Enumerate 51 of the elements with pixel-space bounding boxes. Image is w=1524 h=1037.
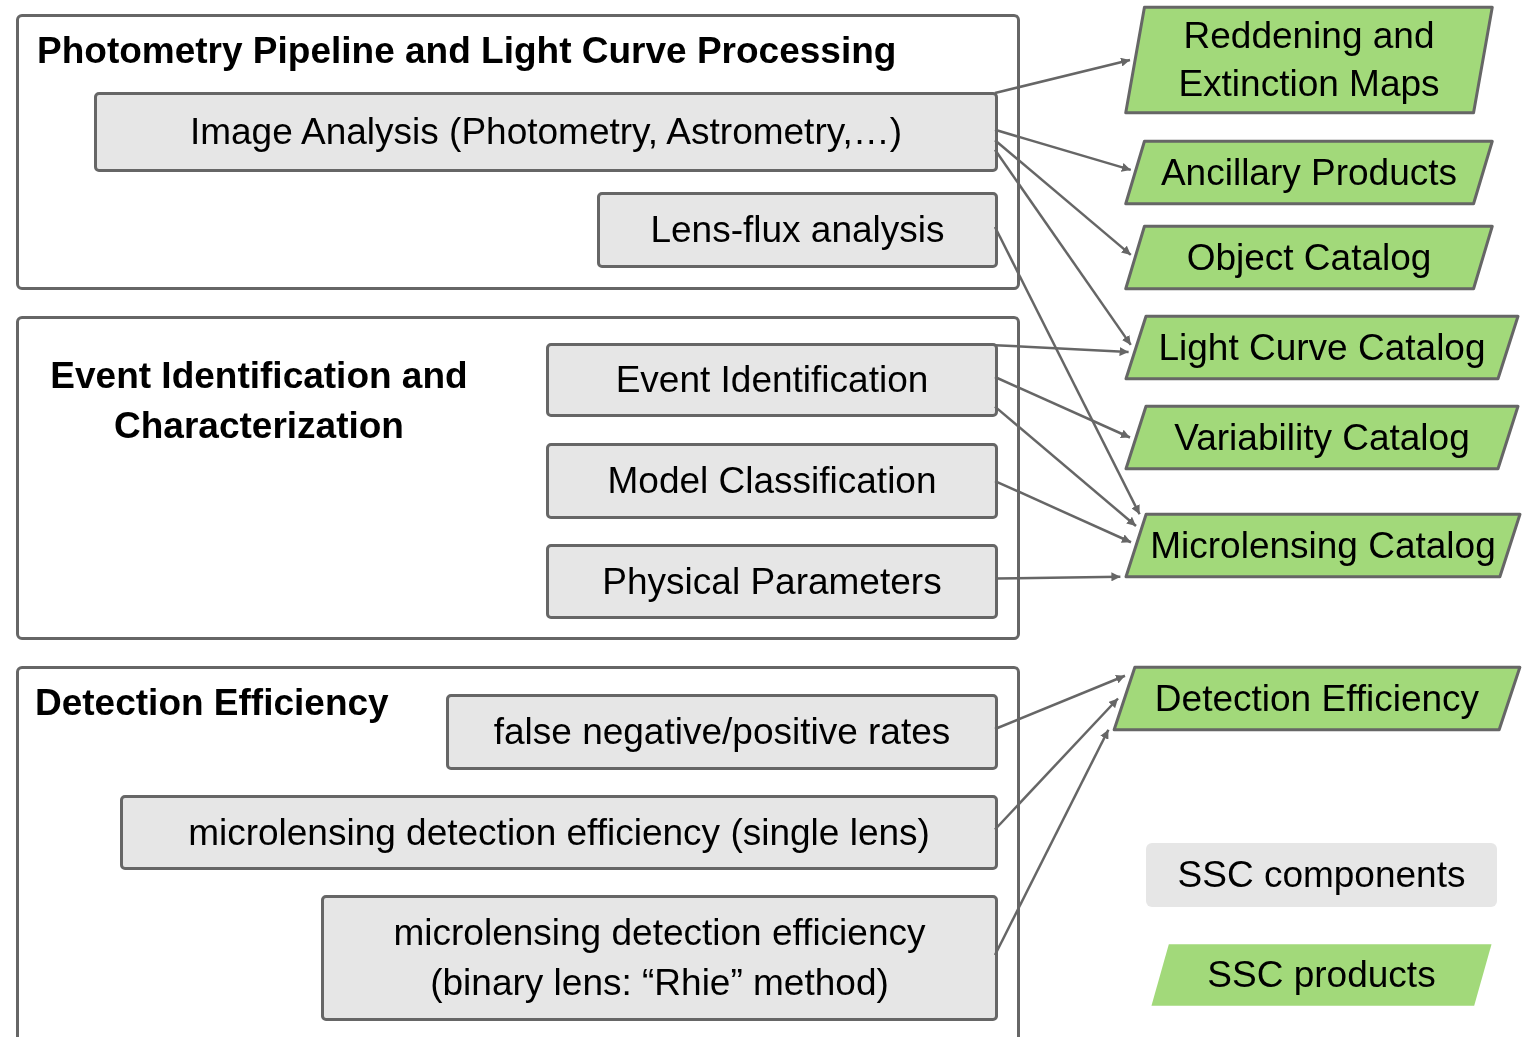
- product-parallelogram: [1110, 666, 1524, 731]
- component-label: microlensing detection efficiency (binary lens: “Rhie” method): [392, 911, 927, 1005]
- component-box: [120, 795, 998, 870]
- product-parallelogram: [1122, 405, 1522, 470]
- arrow: [994, 128, 1132, 172]
- group-heading: Detection Efficiency: [35, 681, 389, 725]
- product-label: Ancillary Products: [1159, 150, 1459, 195]
- component-box: [94, 92, 998, 172]
- component-box: [546, 443, 998, 519]
- component-label: microlensing detection efficiency (single lens): [188, 810, 930, 855]
- product-parallelogram: [1122, 225, 1496, 290]
- product-label: Light Curve Catalog: [1157, 325, 1487, 370]
- group-heading: Photometry Pipeline and Light Curve Processing: [37, 29, 897, 73]
- component-box: [321, 895, 998, 1021]
- component-box: [546, 544, 998, 619]
- arrow: [994, 139, 1132, 256]
- component-box: [446, 694, 998, 770]
- component-label: Lens-flux analysis: [650, 208, 945, 252]
- component-label: Event Identification: [615, 358, 929, 402]
- arrow: [995, 572, 1121, 582]
- legend-label: SSC components: [1177, 853, 1466, 897]
- component-label: false negative/positive rates: [493, 710, 951, 754]
- product-label: Detection Efficiency: [1153, 676, 1481, 721]
- product-label: Object Catalog: [1185, 235, 1433, 280]
- group-panel: [16, 666, 1020, 1037]
- arrow: [994, 57, 1131, 95]
- group-panel: [16, 14, 1020, 290]
- component-box: [546, 343, 998, 417]
- arrow: [994, 479, 1132, 544]
- arrow: [993, 729, 1110, 956]
- component-box: [597, 192, 998, 268]
- component-label: Model Classification: [607, 459, 937, 503]
- arrow: [994, 697, 1119, 831]
- group-panel: [16, 316, 1020, 640]
- arrow: [994, 405, 1137, 527]
- legend-label: SSC products: [1207, 953, 1436, 997]
- arrow: [993, 149, 1132, 346]
- product-label: Variability Catalog: [1173, 415, 1471, 460]
- product-label: Microlensing Catalog: [1149, 523, 1497, 568]
- arrow: [994, 375, 1131, 439]
- component-label: Physical Parameters: [602, 559, 942, 604]
- product-label: Reddening and Extinction Maps: [1177, 14, 1441, 106]
- product-parallelogram: [1122, 140, 1496, 205]
- arrow: [993, 226, 1141, 515]
- group-heading: Event Identification and Characterization: [49, 354, 469, 448]
- component-label: Image Analysis (Photometry, Astrometry,…): [189, 110, 903, 154]
- product-parallelogram: [1122, 513, 1524, 578]
- product-parallelogram: [1122, 315, 1522, 380]
- product-parallelogram: [1122, 5, 1496, 115]
- arrow: [994, 674, 1126, 731]
- arrow: [994, 343, 1129, 357]
